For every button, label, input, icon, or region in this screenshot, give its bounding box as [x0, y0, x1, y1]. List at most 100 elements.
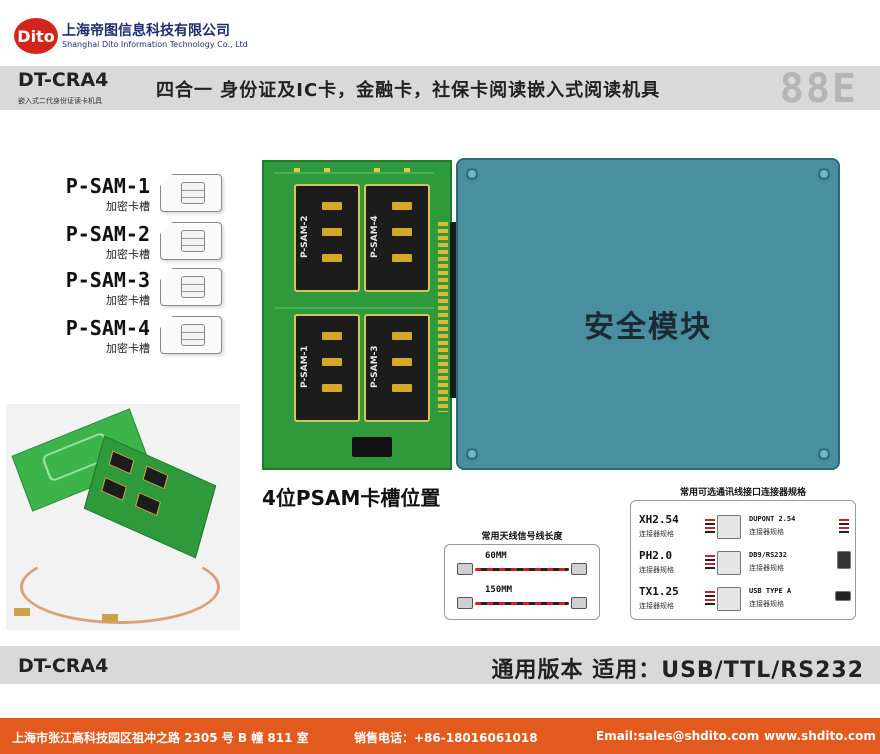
pcb-trace	[274, 172, 434, 174]
header: Dito 上海帝图信息科技有限公司 Shanghai Dito Informat…	[0, 0, 880, 62]
connector-name: XH2.54	[639, 513, 679, 526]
socket-contact	[322, 228, 342, 236]
sam-slot-desc: 加密卡槽	[106, 248, 150, 261]
mounting-hole	[466, 448, 478, 460]
board-slot	[108, 450, 135, 475]
connector-plug-icon	[717, 515, 741, 539]
antenna-cable-length: 150MM	[485, 585, 513, 595]
sam-socket: P-SAM-1	[294, 314, 360, 422]
connector-plug-icon	[717, 551, 741, 575]
wire-icon	[705, 519, 715, 535]
reader-board	[83, 435, 217, 559]
connector-item: DUPONT 2.54 连接器规格	[745, 511, 855, 543]
pcb-component	[324, 168, 330, 172]
connector-item: TX1.25 连接器规格	[635, 583, 745, 615]
connector-desc: 连接器规格	[749, 564, 784, 572]
mounting-hole	[466, 168, 478, 180]
chip-icon	[181, 182, 205, 204]
antenna-length-title: 常用天线信号线长度	[481, 532, 563, 542]
sam-slot-desc: 加密卡槽	[106, 342, 150, 355]
contact-bar: 上海市张江高科技园区祖冲之路 2305 号 B 幢 811 室 销售电话：+86…	[0, 718, 880, 754]
contact-phone: 销售电话：+86-18016061018	[354, 731, 538, 745]
socket-contact	[322, 202, 342, 210]
connector-item: DB9/RS232 连接器规格	[745, 547, 855, 579]
connector-desc: 连接器规格	[639, 530, 674, 538]
connector-item: USB TYPE A 连接器规格	[745, 583, 855, 615]
contact-email[interactable]: Email:sales@shdito.com	[596, 729, 760, 743]
connector-plug-icon	[717, 587, 741, 611]
connector-spec-box: 常用可选通讯线接口连接器规格 XH2.54 连接器规格 PH2.0 连接器规格 …	[630, 488, 856, 620]
connector-name: TX1.25	[639, 585, 679, 598]
socket-contact	[322, 254, 342, 262]
cable-plug-icon	[571, 563, 587, 575]
sam-slot-desc: 加密卡槽	[106, 200, 150, 213]
sam-slot-1: P-SAM-1 加密卡槽	[40, 172, 230, 216]
pcb-board: P-SAM-2 P-SAM-4 P-SAM-1 P-SAM-3	[262, 160, 452, 470]
socket-label: P-SAM-3	[370, 345, 380, 388]
connector-spec-title: 常用可选通讯线接口连接器规格	[679, 488, 806, 498]
sim-card-icon	[160, 268, 222, 306]
footer-version-title: 通用版本 适用：USB/TTL/RS232	[491, 658, 864, 683]
psam-slot-caption: 4位PSAM卡槽位置	[262, 486, 441, 510]
pcb-trace	[274, 307, 434, 309]
antenna-wire	[475, 568, 569, 571]
connector-name: DB9/RS232	[749, 551, 787, 559]
antenna-length-box: 常用天线信号线长度 60MM 150MM	[444, 532, 600, 620]
contact-address: 上海市张江高科技园区祖冲之路 2305 号 B 幢 811 室	[12, 731, 309, 745]
pcb-component	[404, 168, 410, 172]
mounting-hole	[818, 448, 830, 460]
wire-icon	[705, 591, 715, 607]
mounting-hole	[818, 168, 830, 180]
board-slot	[101, 476, 127, 501]
company-name-en: Shanghai Dito Information Technology Co.…	[62, 40, 248, 49]
socket-contact	[392, 228, 412, 236]
footer-band	[0, 646, 880, 684]
socket-contact	[392, 384, 412, 392]
security-module: 安全模块	[456, 158, 840, 470]
gold-finger-pins	[438, 222, 448, 412]
connector-item: PH2.0 连接器规格	[635, 547, 745, 579]
connector-item: XH2.54 连接器规格	[635, 511, 745, 543]
sam-slot-3: P-SAM-3 加密卡槽	[40, 266, 230, 310]
socket-contact	[392, 358, 412, 366]
antenna-wire	[475, 602, 569, 605]
wire-icon	[705, 555, 715, 571]
chip-icon	[181, 276, 205, 298]
chip-icon	[181, 230, 205, 252]
sam-slot-name: P-SAM-4	[65, 316, 150, 340]
sam-socket: P-SAM-2	[294, 184, 360, 292]
connector-name: PH2.0	[639, 549, 673, 562]
socket-label: P-SAM-2	[300, 215, 310, 258]
sam-slot-2: P-SAM-2 加密卡槽	[40, 220, 230, 264]
product-model: DT-CRA4	[18, 69, 109, 91]
product-photo	[6, 404, 240, 630]
security-module-label: 安全模块	[584, 310, 712, 345]
sam-socket: P-SAM-4	[364, 184, 430, 292]
product-subtitle: 嵌入式二代身份证读卡机具	[18, 97, 102, 105]
board-slot	[142, 465, 169, 490]
sim-card-icon	[160, 174, 222, 212]
socket-contact	[392, 254, 412, 262]
contact-website[interactable]: www.shdito.com	[764, 729, 876, 743]
socket-contact	[322, 358, 342, 366]
cable-connector	[14, 608, 30, 616]
antenna-cable-item: 150MM	[445, 583, 599, 617]
sim-card-icon	[160, 222, 222, 260]
chip-icon	[181, 324, 205, 346]
sim-card-icon	[160, 316, 222, 354]
cable-plug-icon	[571, 597, 587, 609]
product-title: 四合一 身份证及IC卡，金融卡，社保卡阅读嵌入式阅读机具	[156, 80, 661, 101]
socket-label: P-SAM-4	[370, 215, 380, 258]
connector-desc: 连接器规格	[749, 528, 784, 536]
connector-desc: 连接器规格	[639, 602, 674, 610]
sam-slot-name: P-SAM-2	[65, 222, 150, 246]
cable-connector	[102, 614, 118, 622]
ic-chip	[352, 437, 392, 457]
sam-slot-name: P-SAM-1	[65, 174, 150, 198]
sam-slot-4: P-SAM-4 加密卡槽	[40, 314, 230, 358]
antenna-cable	[20, 550, 220, 624]
antenna-cable-length: 60MM	[485, 551, 507, 561]
socket-contact	[392, 202, 412, 210]
socket-contact	[322, 384, 342, 392]
connector-desc: 连接器规格	[639, 566, 674, 574]
